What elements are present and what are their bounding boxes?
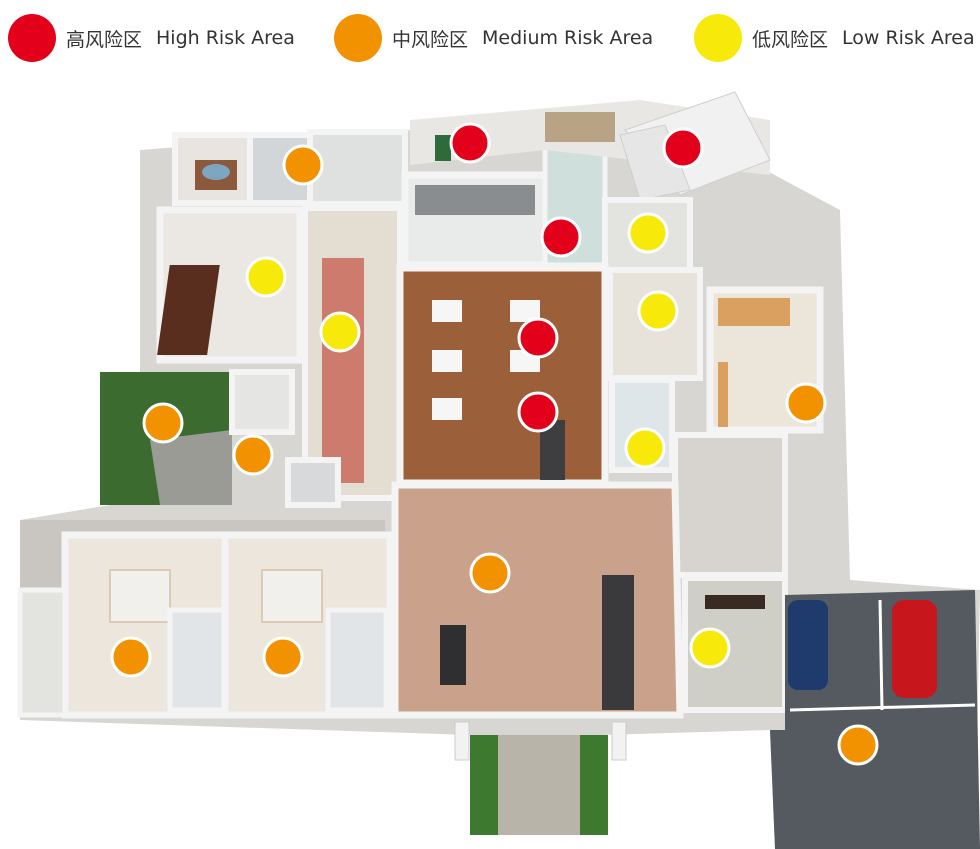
kitchen-counter — [415, 185, 535, 215]
trash-bin — [435, 135, 451, 161]
marker-garden-bathroom — [232, 434, 274, 476]
right-hall — [672, 432, 788, 578]
legend-high-cn: 高风险区 — [66, 28, 143, 51]
legend-medium-cn: 中风险区 — [392, 28, 469, 51]
floor-plan-drawing — [17, 91, 980, 849]
lobby-table — [440, 625, 466, 685]
floor-plan — [0, 80, 980, 849]
marker-garden — [142, 402, 184, 444]
marker-laundry — [785, 382, 827, 424]
car-red — [892, 600, 937, 698]
marker-storage — [627, 212, 669, 254]
legend-low: 低风险区 Low Risk Area — [694, 14, 975, 62]
laundry-counter — [718, 362, 728, 427]
bathroom-2 — [325, 607, 389, 713]
marker-office — [689, 627, 731, 669]
hot-tub-water — [202, 164, 230, 180]
legend-high: 高风险区 High Risk Area — [8, 14, 295, 62]
marker-meeting-room — [245, 256, 287, 298]
marker-bedroom-1 — [110, 636, 152, 678]
bathroom-1 — [167, 607, 231, 713]
cargo-boxes — [545, 112, 615, 142]
marker-delivery-truck — [662, 127, 704, 169]
marker-bedroom-2 — [262, 636, 304, 678]
marker-corridor — [319, 311, 361, 353]
legend-medium: 中风险区 Medium Risk Area — [334, 14, 653, 62]
marker-lobby — [469, 552, 511, 594]
marker-kitchen — [540, 216, 582, 258]
hedge-left — [470, 735, 498, 835]
garden-patio — [150, 430, 232, 505]
front-pillar-right — [611, 721, 627, 761]
legend-low-dot — [694, 14, 742, 62]
marker-parking — [837, 724, 879, 766]
marker-dining-hall — [517, 317, 559, 359]
legend-medium-dot — [334, 14, 382, 62]
car-blue — [788, 600, 828, 690]
marker-trash-bins — [449, 122, 491, 164]
legend-medium-en: Medium Risk Area — [482, 27, 654, 49]
marker-staff-lounge — [637, 290, 679, 332]
legend-low-cn: 低风险区 — [752, 28, 829, 51]
marker-washroom — [624, 427, 666, 469]
risk-markers — [110, 122, 879, 766]
legend-low-en: Low Risk Area — [842, 27, 975, 49]
corridor-rug — [322, 258, 364, 483]
marker-dining-hall-lower — [517, 391, 559, 433]
legend: 高风险区 High Risk Area 中风险区 Medium Risk Are… — [0, 14, 980, 70]
lobby-floor — [391, 481, 684, 719]
reception-desk — [602, 575, 634, 710]
legend-high-dot — [8, 14, 56, 62]
laundry-shelf — [718, 298, 790, 326]
office-desk — [705, 595, 765, 609]
shower-room — [285, 457, 341, 508]
meeting-table — [157, 265, 220, 355]
dining-hall-floor — [396, 264, 609, 487]
hedge-right — [580, 735, 608, 835]
legend-high-en: High Risk Area — [156, 27, 295, 49]
bedroom-1-bed — [109, 569, 171, 623]
marker-spa-room — [282, 144, 324, 186]
garden-bathroom-floor — [229, 369, 295, 435]
gym-floor — [307, 129, 408, 207]
left-annex — [17, 587, 68, 718]
front-pillar-left — [454, 721, 470, 761]
bedroom-2-bed — [261, 569, 323, 623]
